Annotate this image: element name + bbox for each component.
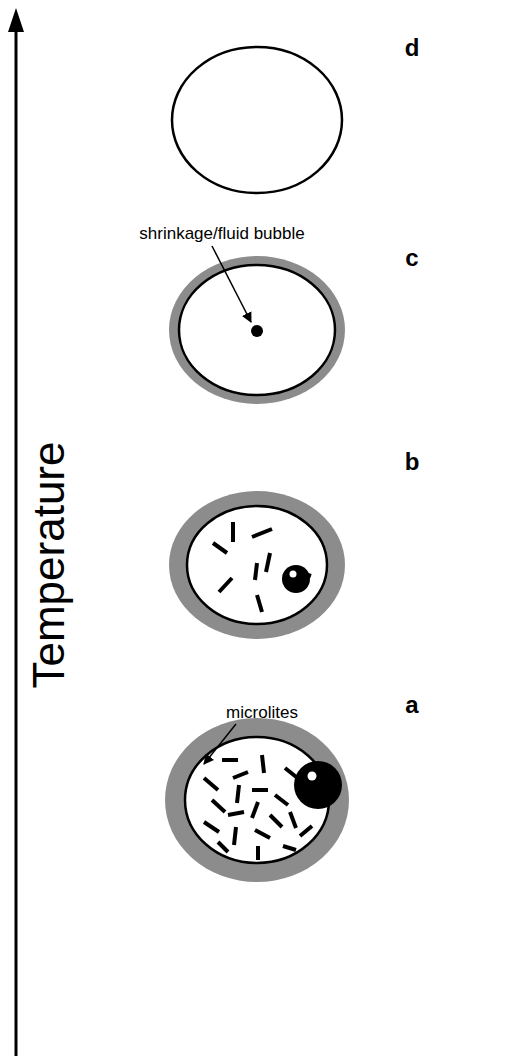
temperature-arrow — [8, 8, 24, 1056]
stage-letter: d — [405, 36, 420, 60]
stage-letter: c — [405, 246, 418, 270]
leader-line — [212, 246, 251, 322]
callout-label: shrinkage/fluid bubble — [139, 225, 304, 242]
inclusion-c — [169, 256, 345, 404]
stage-letter: b — [405, 450, 420, 474]
leader-line — [204, 724, 236, 764]
inclusion-a — [165, 718, 349, 882]
homogenized-inclusion — [172, 47, 342, 193]
inclusion-b — [169, 491, 345, 639]
stage-letter: a — [405, 693, 418, 717]
callout-label: microlites — [226, 704, 298, 721]
axis-title: Temperature — [26, 441, 70, 688]
